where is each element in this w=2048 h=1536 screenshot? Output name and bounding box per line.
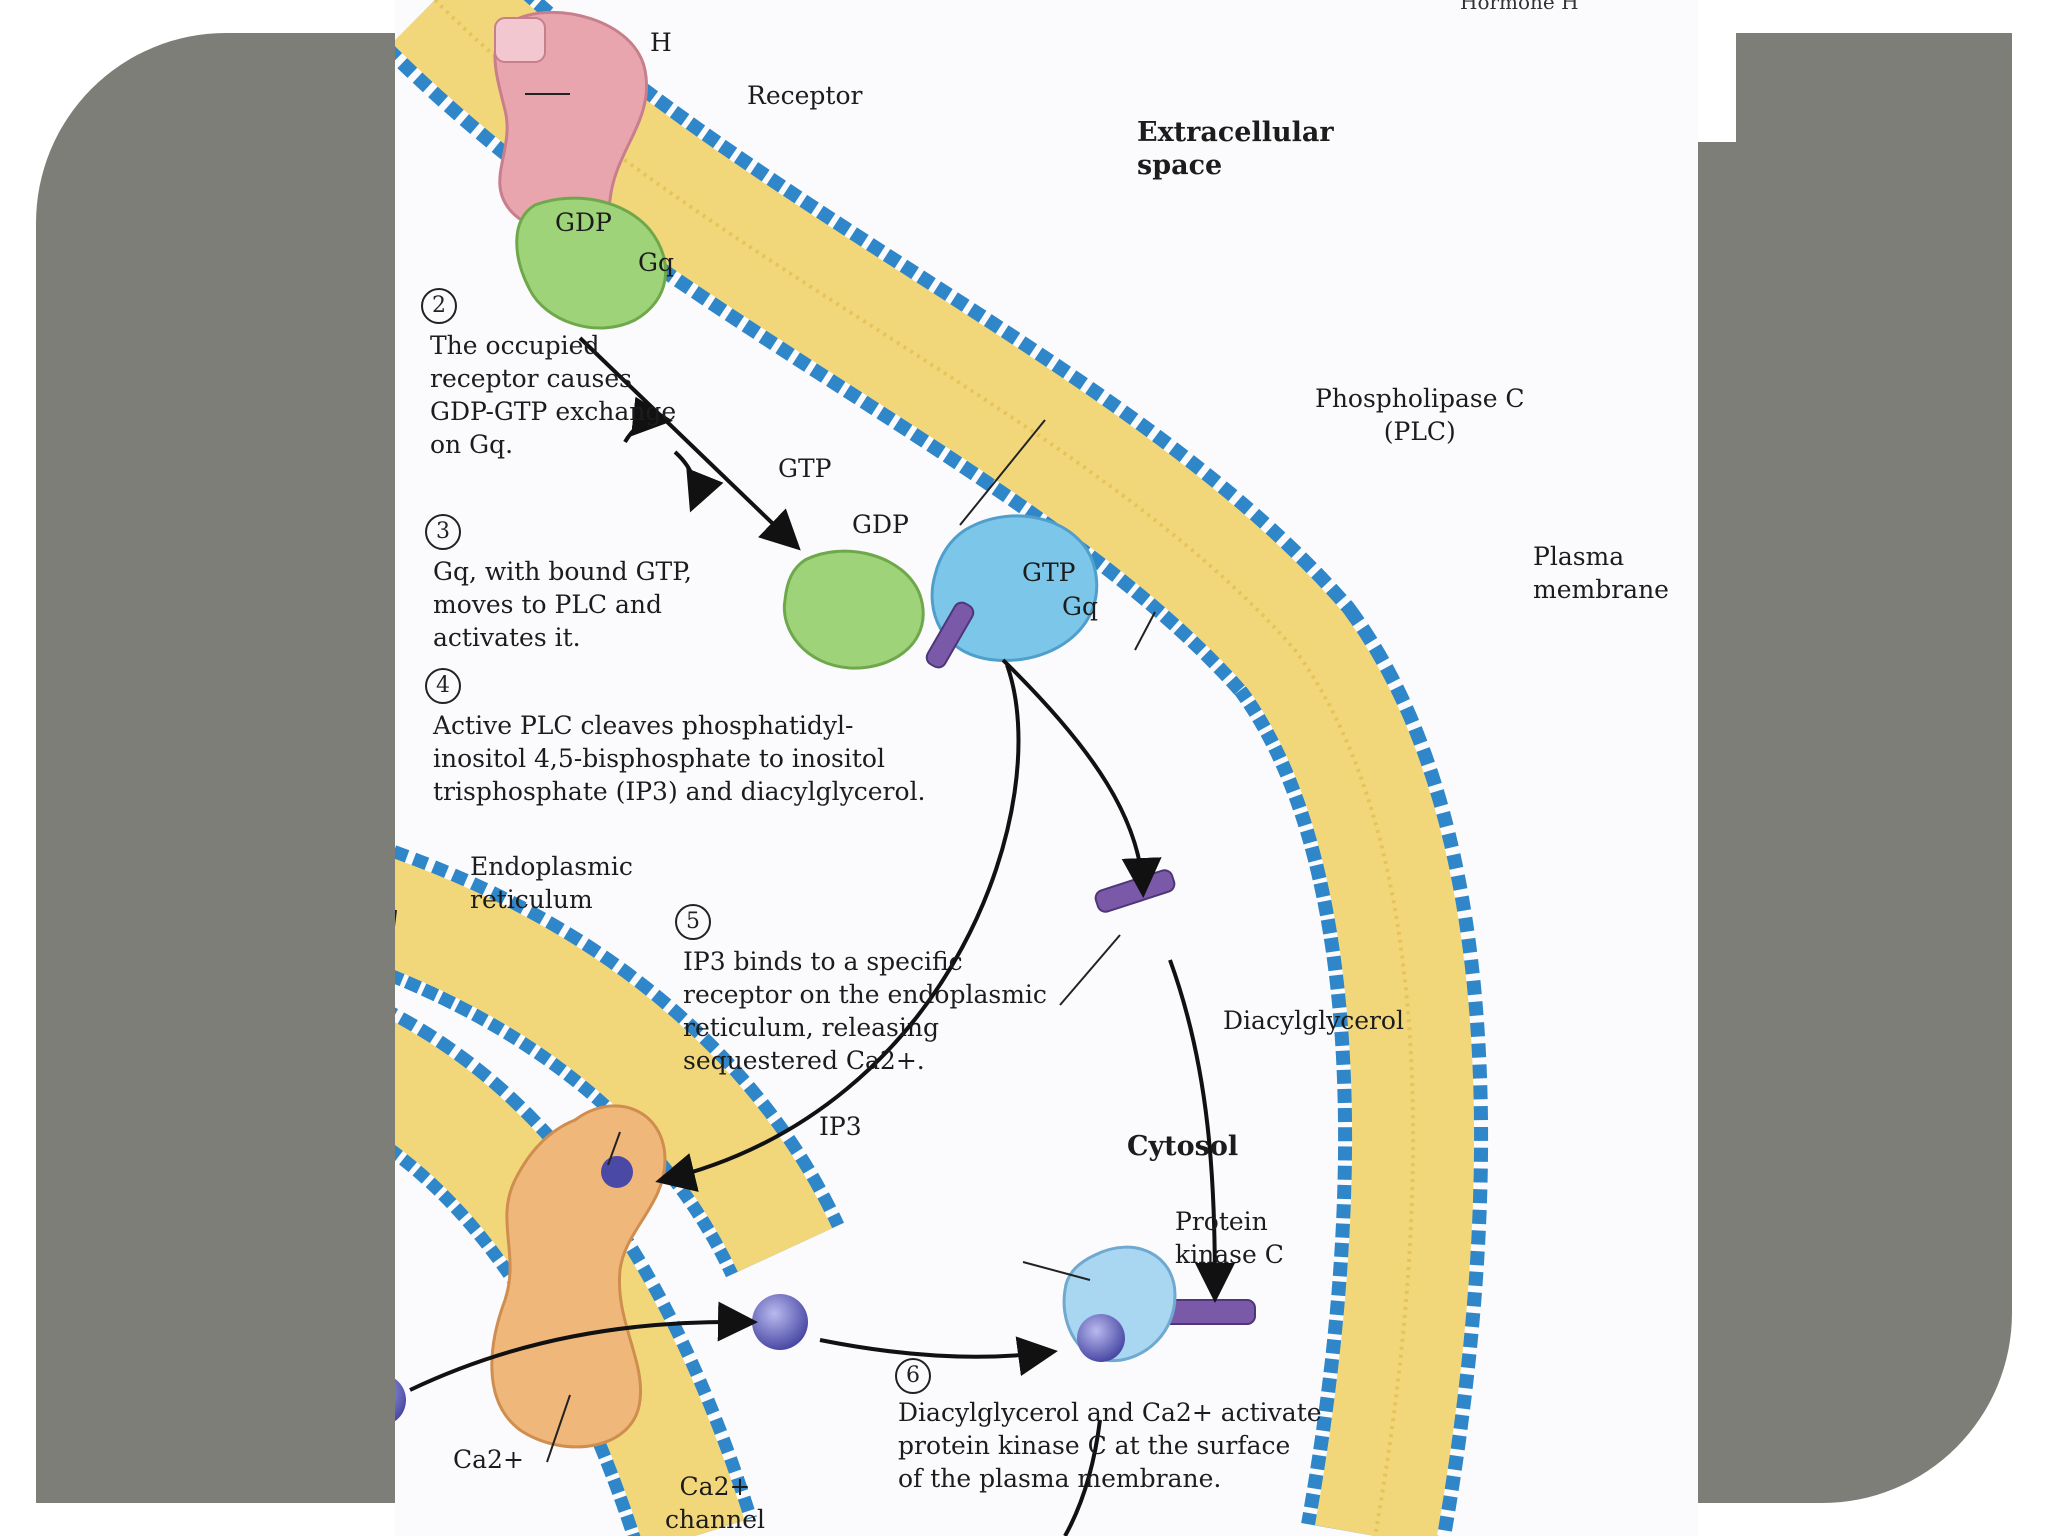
step-6-text: Diacylglycerol and Ca2+ activate protein… [898,1398,1322,1493]
gdp-label-top: GDP [555,208,612,237]
ca-ion-label: Ca2+ [453,1445,524,1474]
plc-label: Phospholipase C (PLC) [1315,384,1525,446]
cytosol-label: Cytosol [1127,1131,1239,1162]
plasma-membrane-bilayer [395,0,1489,1536]
step-5-number: 5 [675,904,711,940]
gq-gtp-protein [782,549,925,670]
extracellular-space-label: Extracellular space [1137,117,1334,181]
plasma-membrane-label: Plasma membrane [1533,542,1669,604]
leader-lines [395,93,1156,1463]
ca-channel-label: Ca2+ channel [665,1472,765,1534]
er-label: Endoplasmic reticulum [470,852,633,914]
pathway-arrows [409,336,1235,1536]
step-3-number: 3 [425,514,461,550]
figure-corner-patch [1698,0,1736,142]
calcium-ions [395,1156,1125,1422]
gq-label-top: Gq [638,248,674,277]
gtp-label-exchange: GTP [778,454,832,483]
step-3-text: Gq, with bound GTP, moves to PLC and act… [433,557,692,652]
ip3-label: IP3 [819,1112,862,1141]
step-4-number: 4 [425,668,461,704]
diacylglycerol-label: Diacylglycerol [1223,1006,1404,1035]
gq-label-bound: Gq [1062,592,1098,621]
receptor-label: Receptor [747,81,863,110]
step-2-number: 2 [421,288,457,324]
step-2-text: The occupied receptor causes GDP-GTP exc… [430,331,677,459]
diagram-artwork [395,0,1489,1536]
gtp-label-bound: GTP [1022,558,1076,587]
signaling-diagram: Hormone H H Receptor Extracellular space… [395,0,1698,1536]
gq-gdp-protein [515,196,667,330]
gdp-label-exchange: GDP [852,510,909,539]
pkc-label: Protein kinase C [1175,1207,1284,1269]
step-5-text: IP3 binds to a specific receptor on the … [683,947,1047,1075]
step-4-text: Active PLC cleaves phosphatidyl- inosito… [433,711,926,806]
plc-protein [930,514,1099,662]
receptor-protein [493,10,648,233]
hormone-label: H [650,28,672,57]
step-6-number: 6 [895,1358,931,1394]
top-cutoff-label: Hormone H [1460,0,1579,14]
